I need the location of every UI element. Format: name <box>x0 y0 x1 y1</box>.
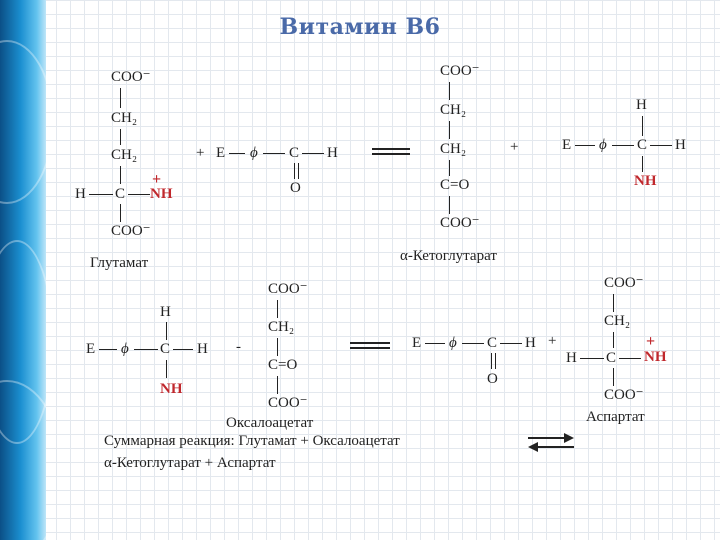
carbon-c: C <box>487 335 498 351</box>
bond <box>462 343 484 344</box>
glutamate-coo-top: COO⁻ <box>111 69 151 85</box>
bond <box>491 353 492 369</box>
bond <box>120 204 121 222</box>
glutamate-h: H <box>75 186 86 202</box>
glutamate-ch2-a: CH₂ <box>111 110 138 126</box>
equilibrium-sign-2 <box>350 342 390 349</box>
ketoglutarate-ch2-b: CH₂ <box>440 141 467 157</box>
bond <box>120 88 121 108</box>
oxaloacetate-c-eq-o: C=O <box>268 357 298 373</box>
summary-line-2: α-Кетоглутарат + Аспартат <box>104 455 276 471</box>
bond <box>642 156 643 172</box>
aspartate-h: H <box>566 350 577 366</box>
bond <box>294 163 295 179</box>
oxygen-o: O <box>290 180 301 196</box>
plus-sign: + <box>196 145 205 161</box>
bond <box>263 153 285 154</box>
bond <box>277 338 278 356</box>
bond <box>229 153 245 154</box>
bond <box>613 332 614 348</box>
bond <box>120 166 121 184</box>
reversible-arrows-icon <box>528 433 574 452</box>
enzyme-e: E <box>412 335 422 351</box>
bond <box>277 376 278 394</box>
bond <box>495 353 496 369</box>
pmp1-h-top: H <box>636 97 647 113</box>
pmp2-c: C <box>160 341 171 357</box>
bond <box>166 322 167 340</box>
glutamate-name: Глутамат <box>90 255 149 271</box>
glutamate-plus-charge: + <box>152 171 162 188</box>
page-title: Витамин В6 <box>279 14 441 40</box>
oxaloacetate-name: Оксалоацетат <box>226 415 314 431</box>
bond <box>613 294 614 312</box>
carbon-c: C <box>289 145 300 161</box>
bond <box>302 153 324 154</box>
pmp2-phi: ϕ <box>121 341 129 357</box>
pmp2-e: E <box>86 341 96 357</box>
bond <box>642 116 643 136</box>
hydrogen-h: H <box>327 145 338 161</box>
glutamate-c: C <box>115 186 126 202</box>
hydrogen-h: H <box>525 335 536 351</box>
bond <box>99 349 117 350</box>
bond <box>277 300 278 318</box>
plus-sign: + <box>548 333 557 349</box>
pmp1-h-right: H <box>675 137 686 153</box>
bond <box>128 194 150 195</box>
pmp2-h-top: H <box>160 304 171 320</box>
bond <box>619 358 641 359</box>
pmp1-e: E <box>562 137 572 153</box>
bond <box>449 160 450 176</box>
pmp2-h-right: H <box>197 341 208 357</box>
bond <box>650 145 672 146</box>
bond <box>173 349 193 350</box>
enzyme-e: E <box>216 145 226 161</box>
pmp1-phi: ϕ <box>599 137 607 153</box>
bond <box>449 121 450 139</box>
pmp2-nh: NH <box>160 381 183 397</box>
bond <box>500 343 522 344</box>
bond <box>134 349 158 350</box>
bond <box>120 129 121 145</box>
bond <box>89 194 113 195</box>
ketoglutarate-name: α-Кетоглутарат <box>400 248 497 264</box>
aspartate-plus-charge: + <box>646 333 656 350</box>
bond <box>580 358 604 359</box>
decorative-side-band <box>0 0 46 540</box>
aspartate-coo-bottom: COO⁻ <box>604 387 644 403</box>
equilibrium-sign-1 <box>372 148 410 155</box>
phi-symbol: ϕ <box>449 335 457 351</box>
oxaloacetate-coo-top: COO⁻ <box>268 281 308 297</box>
ketoglutarate-coo-top: COO⁻ <box>440 63 480 79</box>
bond <box>612 145 634 146</box>
aspartate-nh: NH <box>644 349 667 365</box>
bond <box>449 196 450 214</box>
aspartate-coo-top: COO⁻ <box>604 275 644 291</box>
plus-sign: + <box>510 139 519 155</box>
pmp1-c: C <box>637 137 648 153</box>
oxygen-o: O <box>487 371 498 387</box>
dash-sign: - <box>236 339 241 355</box>
aspartate-name: Аспартат <box>586 409 645 425</box>
pmp1-nh: NH <box>634 173 657 189</box>
ketoglutarate-c-eq-o: C=O <box>440 177 470 193</box>
aspartate-c: C <box>606 350 617 366</box>
bond <box>449 82 450 100</box>
glutamate-nh: NH <box>150 186 173 202</box>
oxaloacetate-coo-bottom: COO⁻ <box>268 395 308 411</box>
phi-symbol: ϕ <box>250 145 258 161</box>
aspartate-ch2: CH₂ <box>604 313 631 329</box>
ketoglutarate-coo-bottom: COO⁻ <box>440 215 480 231</box>
summary-line-1: Суммарная реакция: Глутамат + Оксалоацет… <box>104 433 400 449</box>
oxaloacetate-ch2: CH₂ <box>268 319 295 335</box>
glutamate-coo-bottom: COO⁻ <box>111 223 151 239</box>
bond <box>425 343 445 344</box>
bond <box>613 368 614 386</box>
ketoglutarate-ch2-a: CH₂ <box>440 102 467 118</box>
glutamate-ch2-b: CH₂ <box>111 147 138 163</box>
bond <box>166 360 167 378</box>
bond <box>575 145 595 146</box>
bond <box>298 163 299 179</box>
